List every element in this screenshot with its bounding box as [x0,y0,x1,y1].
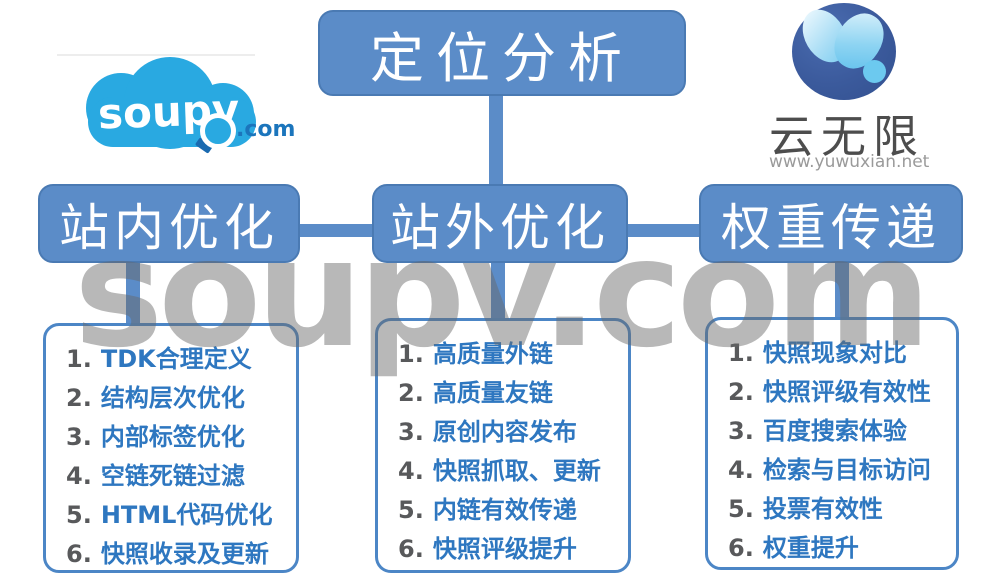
list-item-number: 1. [66,345,92,373]
list-item-number: 6. [728,534,754,562]
list-item: 2. 快照评级有效性 [728,372,950,411]
list-item-number: 6. [398,535,424,563]
list-onsite-optimization: 1. TDK合理定义 2. 结构层次优化 3. 内部标签优化 4. 空链死链过滤… [43,323,299,573]
list-item: 3. 原创内容发布 [398,412,622,451]
list-item-number: 3. [728,417,754,445]
yunwuxian-logo-name: 云无限 [769,110,926,163]
list-item-text: 内链有效传递 [432,496,577,524]
list-item-text: 结构层次优化 [100,384,245,412]
yunwuxian-logo-icon [792,1,896,100]
list-item-text: 快照现象对比 [762,339,907,367]
node-onsite-optimization-label: 站内优化 [59,198,279,257]
list-item-number: 2. [398,379,424,407]
connector-right-vertical [835,260,849,320]
list-item: 2. 结构层次优化 [66,378,290,417]
list-item-number: 1. [398,340,424,368]
list-item: 6. 快照评级提升 [398,529,622,568]
list-item-text: 高质量友链 [432,379,553,407]
yunwuxian-logo: 云无限 www.yuwuxian.net [765,0,940,175]
list-item-text: 内部标签优化 [100,423,245,451]
list-item: 4. 快照抓取、更新 [398,451,622,490]
list-item-text: 权重提升 [762,534,859,562]
connector-top-vertical [489,94,503,190]
list-item-text: 空链死链过滤 [100,462,245,490]
list-item-number: 5. [66,501,92,529]
list-item-text: 检索与目标访问 [762,456,931,484]
list-item: 3. 百度搜索体验 [728,411,950,450]
list-item: 6. 快照收录及更新 [66,534,290,573]
list-item-text: 百度搜索体验 [762,417,907,445]
list-item: 1. 高质量外链 [398,334,622,373]
list-item-text: 快照收录及更新 [100,540,269,568]
list-item-text: 原创内容发布 [432,418,577,446]
list-item-number: 3. [398,418,424,446]
list-item: 6. 权重提升 [728,528,950,567]
list-item-text: 高质量外链 [432,340,553,368]
list-item: 4. 空链死链过滤 [66,456,290,495]
list-item-text: 投票有效性 [762,495,883,523]
list-item: 5. 内链有效传递 [398,490,622,529]
list-item: 3. 内部标签优化 [66,417,290,456]
list-item-number: 1. [728,339,754,367]
connector-left-horizontal [296,224,376,237]
list-item-number: 6. [66,540,92,568]
list-weight-transfer: 1. 快照现象对比 2. 快照评级有效性 3. 百度搜索体验 4. 检索与目标访… [705,317,959,570]
list-item-number: 4. [398,457,424,485]
list-item-text: HTML代码优化 [100,501,273,529]
list-item-number: 2. [66,384,92,412]
list-item-number: 5. [728,495,754,523]
list-item-number: 3. [66,423,92,451]
magnifier-icon [200,113,236,149]
list-item-number: 5. [398,496,424,524]
node-offsite-optimization-label: 站外优化 [390,198,610,257]
list-item-number: 2. [728,378,754,406]
node-weight-transfer-label: 权重传递 [721,198,941,257]
soupv-logo-tld: .com [236,117,296,142]
list-item: 2. 高质量友链 [398,373,622,412]
watermark-text: soupv.com [74,207,931,381]
list-item: 5. HTML代码优化 [66,495,290,534]
list-item: 1. TDK合理定义 [66,339,290,378]
node-positioning-analysis-label: 定位分析 [370,26,634,90]
list-item-number: 4. [66,462,92,490]
node-onsite-optimization: 站内优化 [38,184,300,263]
list-item-text: TDK合理定义 [100,345,252,373]
connector-middle-vertical [491,260,505,321]
divider-line [57,54,255,56]
list-item: 1. 快照现象对比 [728,333,950,372]
connector-left-vertical [126,260,140,326]
list-item-text: 快照评级提升 [432,535,577,563]
node-weight-transfer: 权重传递 [699,184,963,263]
list-offsite-optimization: 1. 高质量外链 2. 高质量友链 3. 原创内容发布 4. 快照抓取、更新 5… [375,318,631,573]
yunwuxian-logo-url: www.yuwuxian.net [769,152,930,172]
node-offsite-optimization: 站外优化 [372,184,628,263]
soupv-logo: soupv .com [80,55,295,155]
splash-dot [863,60,886,83]
node-positioning-analysis: 定位分析 [318,10,686,96]
list-item-text: 快照抓取、更新 [432,457,601,485]
list-item: 4. 检索与目标访问 [728,450,950,489]
list-item-text: 快照评级有效性 [762,378,931,406]
list-item: 5. 投票有效性 [728,489,950,528]
list-item-number: 4. [728,456,754,484]
connector-right-horizontal [624,224,703,237]
